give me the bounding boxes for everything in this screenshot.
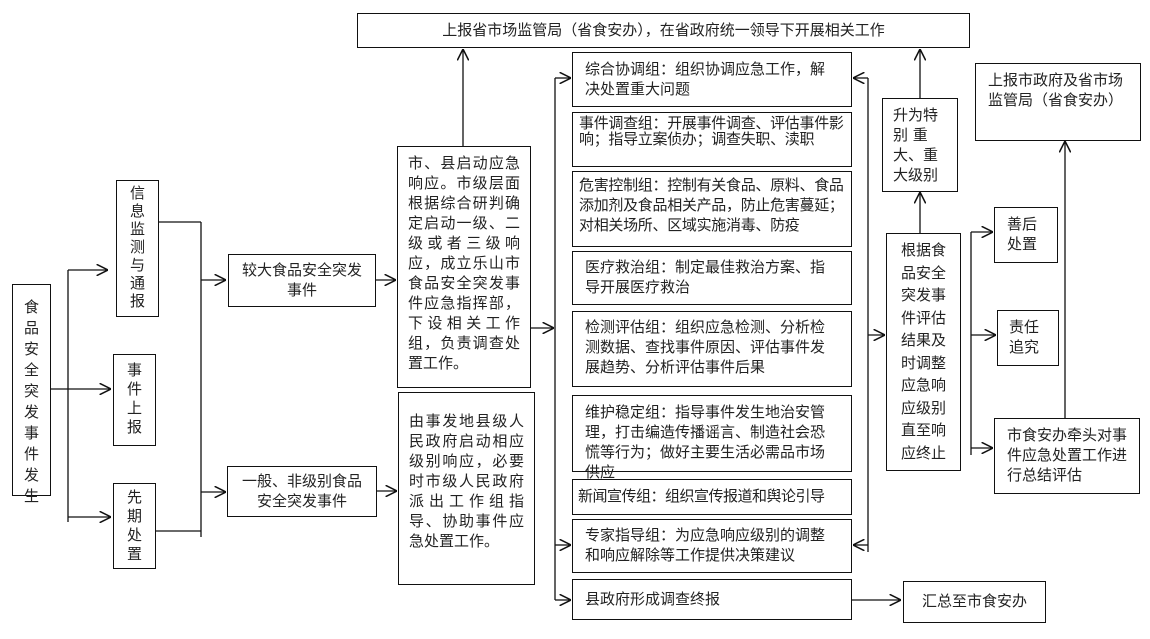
county-response-box: 由事发地县级人民政府启动相应级别响应，必要时市级人民政府派出工作组指导、协助事件… (398, 392, 535, 585)
group-coordination: 综合协调组：组织协调应急工作，解决处置重大问题 (572, 52, 852, 107)
group-expert: 专家指导组：为应急响应级别的调整和响应解除等工作提供决策建议 (572, 519, 852, 573)
group-publicity: 新闻宣传组：组织宣传报道和舆论引导 (572, 479, 852, 515)
upgrade-level-box: 升为特别 重大、重大级别 (882, 98, 958, 192)
major-event-box: 较大食品安全突发事件 (228, 254, 376, 307)
start-event-box: 食品安全突发事件发生 (12, 284, 51, 505)
general-event-box: 一般、非级别食品安全突发事件 (227, 466, 377, 517)
info-monitoring-box: 信息监测与通报 (116, 180, 159, 317)
report-city-box: 上报市政府及省市场监管局（省食安办） (975, 63, 1141, 141)
city-county-response-box: 市、县启动应急响应。市级层面根据综合研判确定启动一级、二级或者三级响应，成立乐山… (397, 146, 531, 388)
county-final-report-box: 县政府形成调查终报 (572, 579, 852, 620)
collect-box: 汇总至市食安办 (903, 581, 1046, 623)
group-investigation: 事件调查组：开展事件调查、评估事件影响；指导立案侦办；调查失职、渎职 (572, 112, 852, 167)
report-province-box: 上报省市场监管局（省食安办），在省政府统一领导下开展相关工作 (357, 13, 970, 48)
group-hazard-control: 危害控制组：控制有关食品、原料、食品添加剂及食品相关产品，防止危害蔓延；对相关场… (572, 171, 852, 247)
group-medical: 医疗救治组：制定最佳救治方案、指导开展医疗救治 (572, 251, 852, 305)
group-testing: 检测评估组：组织应急检测、分析检测数据、查找事件原因、评估事件发展趋势、分析评估… (572, 311, 852, 387)
event-report-box: 事件上报 (113, 354, 156, 446)
accountability-box: 责任追究 (997, 310, 1059, 366)
adjust-response-box: 根据食品安全突发事件评估结果及时调整应急响应级别直至响应终止 (886, 233, 961, 471)
aftermath-box: 善后处置 (994, 207, 1058, 263)
initial-handling-box: 先期处置 (113, 483, 156, 569)
summary-evaluation-box: 市食安办牵头对事件应急处置工作进行总结评估 (994, 418, 1140, 494)
group-stability: 维护稳定组：指导事件发生地治安管理，打击编造传播谣言、制造社会恐慌等行为；做好主… (572, 395, 852, 481)
